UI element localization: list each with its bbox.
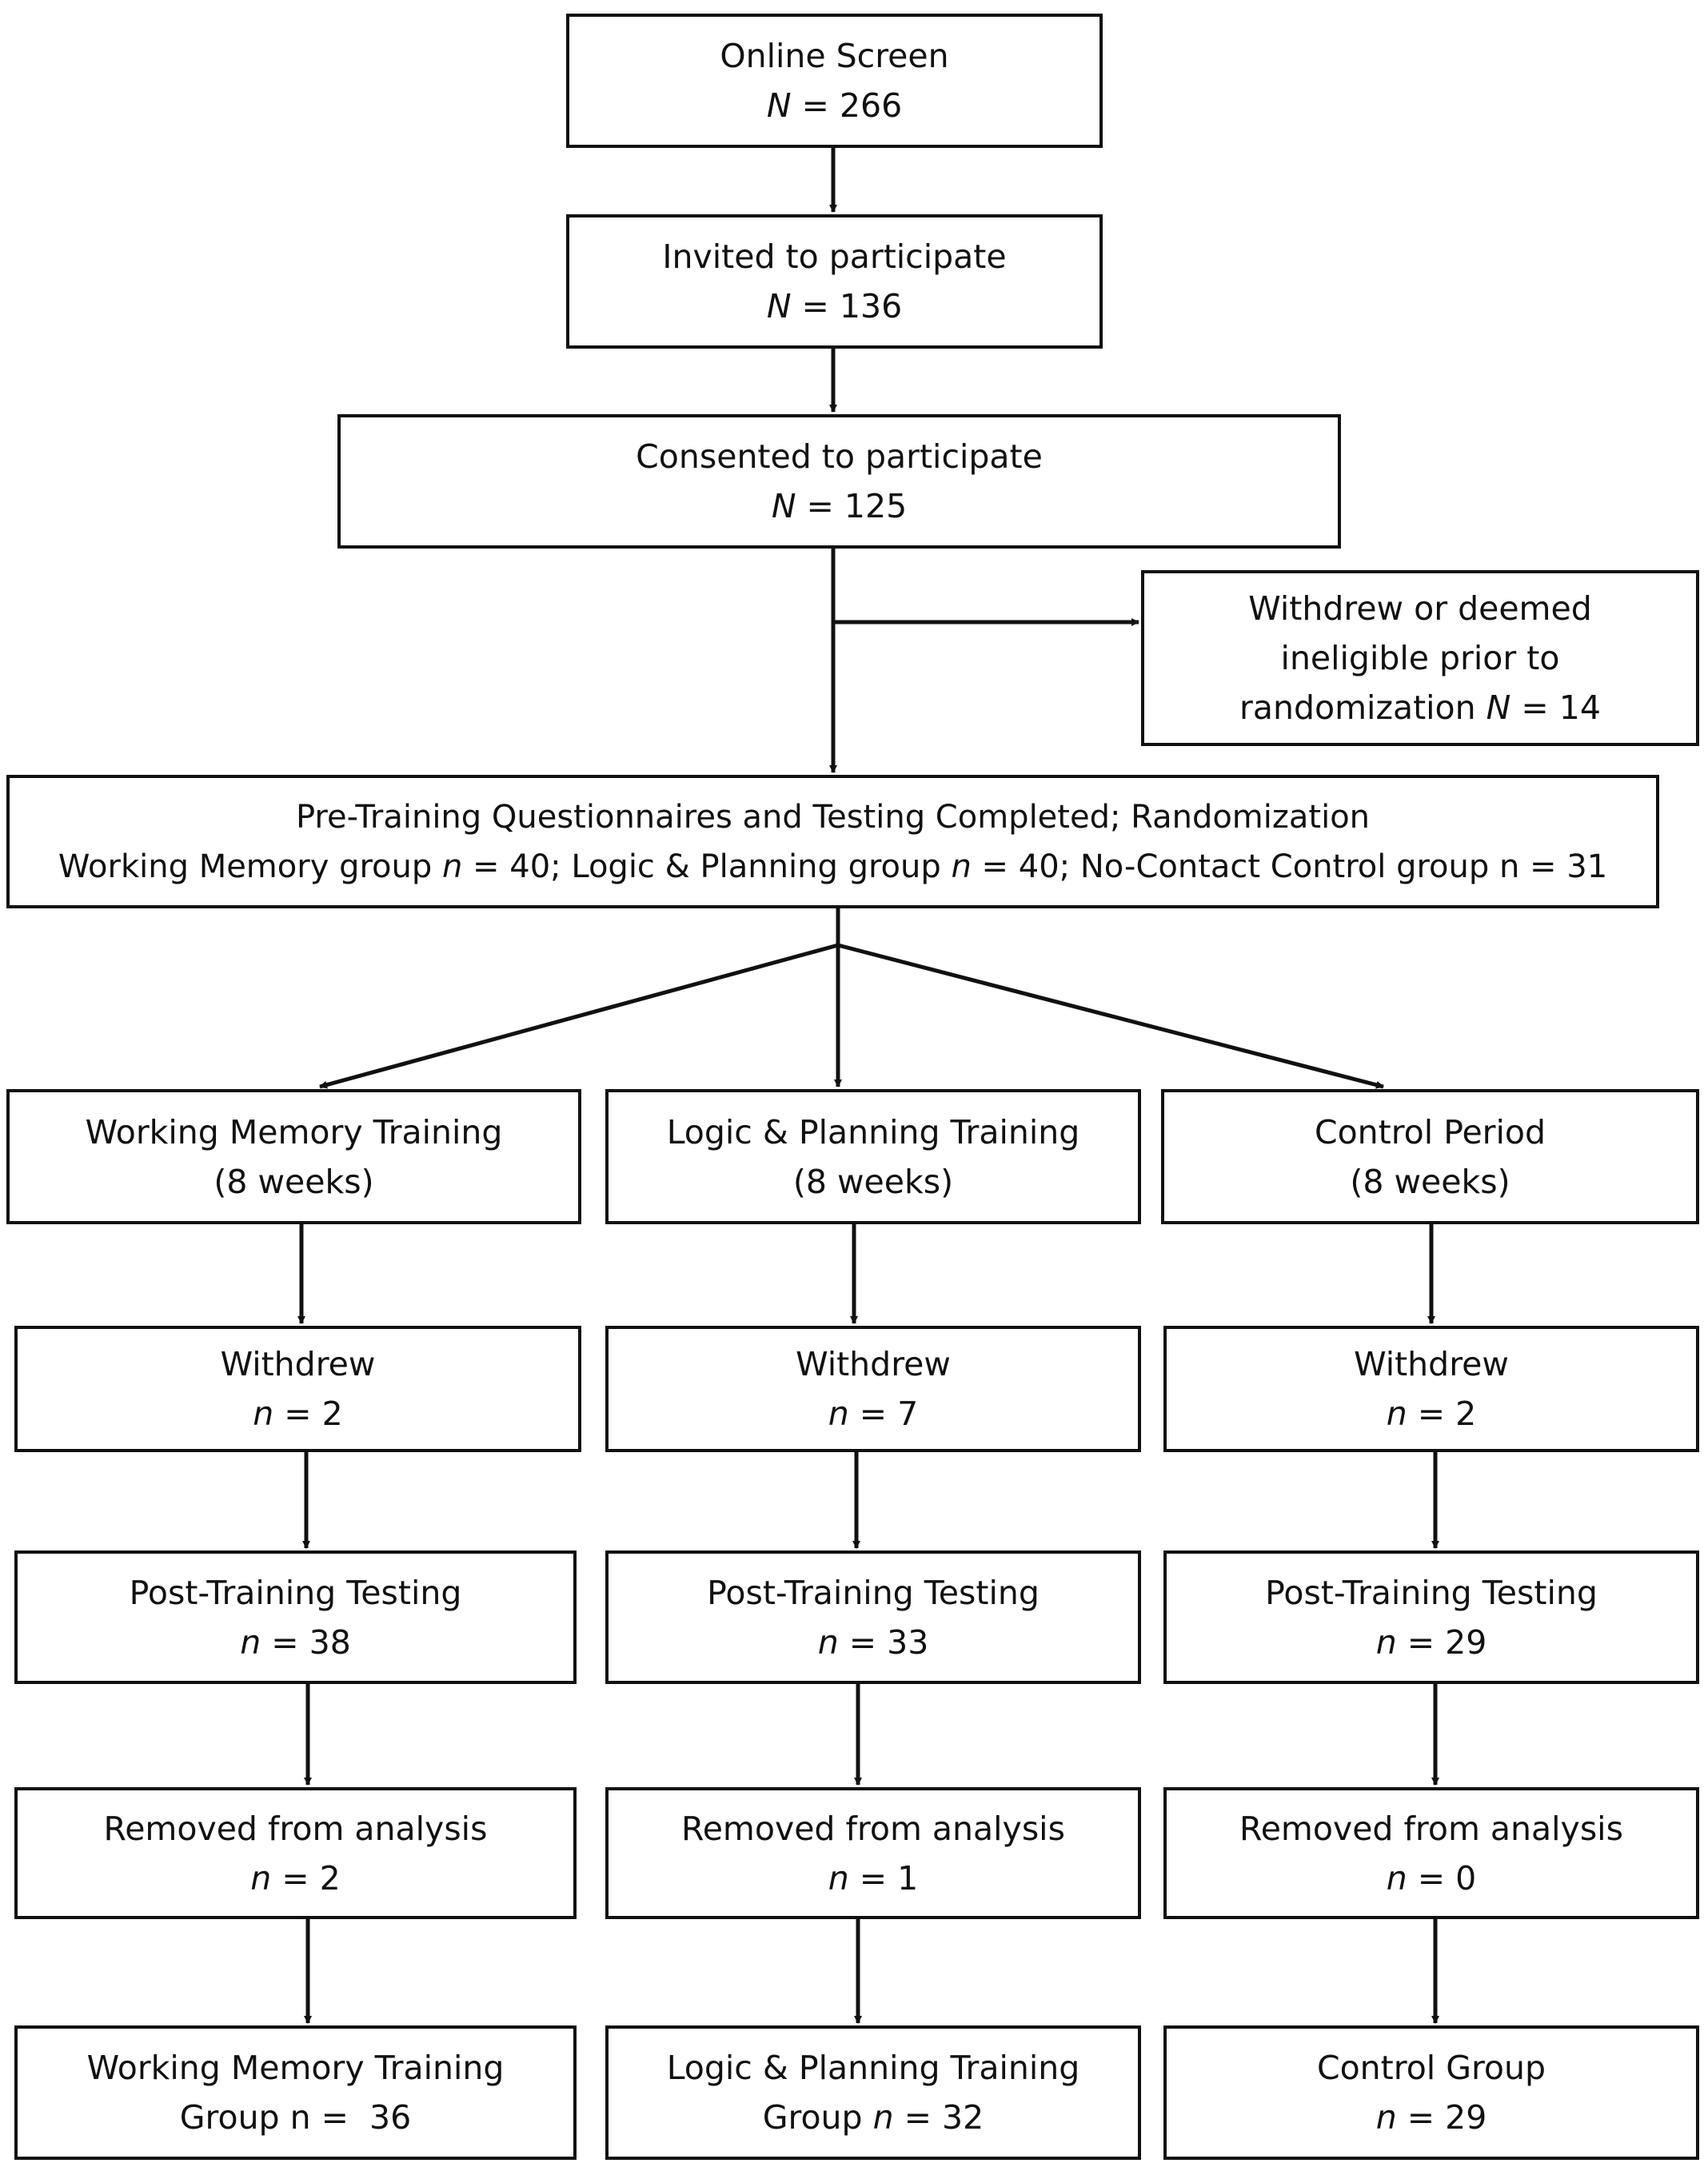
wm-withdrew-title: Withdrew (220, 1345, 376, 1383)
arrow-to-arm-wm (319, 943, 839, 1089)
wm-training-duration: (8 weeks) (214, 1162, 374, 1201)
ctrl-training-duration: (8 weeks) (1350, 1162, 1510, 1201)
lp-post-title: Post-Training Testing (707, 1573, 1040, 1612)
ctrl-final-line1: Control Group (1316, 2049, 1546, 2087)
randomization-box: Pre-Training Questionnaires and Testing … (6, 775, 1659, 908)
wm-post-count: n = 38 (240, 1622, 351, 1662)
withdrew-prior-line3: randomization N = 14 (1239, 688, 1601, 727)
lp-removed-box: Removed from analysis n = 1 (605, 1787, 1141, 1919)
withdrew-prior-line1: Withdrew or deemed (1248, 589, 1592, 628)
lp-withdrew-count: n = 7 (828, 1395, 919, 1433)
ctrl-final-box: Control Group n = 29 (1163, 2025, 1699, 2160)
invited-count: N = 136 (766, 287, 903, 325)
lp-post-count: n = 33 (817, 1622, 929, 1662)
ctrl-post-box: Post-Training Testing n = 29 (1163, 1550, 1699, 1684)
ctrl-withdrew-count: n = 2 (1386, 1395, 1477, 1433)
wm-final-line2: Group n = 36 (179, 2098, 412, 2137)
consented-count: N = 125 (771, 487, 908, 525)
lp-withdrew-box: Withdrew n = 7 (605, 1326, 1141, 1452)
wm-final-line1: Working Memory Training (86, 2049, 505, 2087)
online-screen-count: N = 266 (766, 86, 903, 125)
wm-post-box: Post-Training Testing n = 38 (14, 1550, 577, 1684)
consented-box: Consented to participate N = 125 (337, 414, 1341, 549)
wm-removed-title: Removed from analysis (103, 1809, 488, 1848)
ctrl-training-box: Control Period (8 weeks) (1161, 1089, 1699, 1224)
lp-final-line1: Logic & Planning Training (666, 2049, 1080, 2087)
invited-box: Invited to participate N = 136 (566, 214, 1103, 349)
wm-withdrew-count: n = 2 (253, 1395, 343, 1433)
ctrl-withdrew-title: Withdrew (1354, 1345, 1509, 1383)
lp-training-title: Logic & Planning Training (666, 1112, 1080, 1151)
withdrew-prior-box: Withdrew or deemed ineligible prior to r… (1141, 570, 1699, 746)
arrow-to-arm-ctrl (837, 943, 1384, 1089)
wm-withdrew-box: Withdrew n = 2 (14, 1326, 581, 1452)
ctrl-post-count: n = 29 (1375, 1622, 1487, 1662)
ctrl-post-title: Post-Training Testing (1265, 1573, 1598, 1612)
wm-final-box: Working Memory Training Group n = 36 (14, 2025, 577, 2160)
ctrl-final-line2: n = 29 (1375, 2098, 1487, 2137)
randomization-groups: Working Memory group n = 40; Logic & Pla… (58, 848, 1608, 885)
lp-final-box: Logic & Planning Training Group n = 32 (605, 2025, 1141, 2160)
wm-removed-box: Removed from analysis n = 2 (14, 1787, 577, 1919)
randomization-title: Pre-Training Questionnaires and Testing … (295, 798, 1371, 836)
ctrl-removed-box: Removed from analysis n = 0 (1163, 1787, 1699, 1919)
lp-post-box: Post-Training Testing n = 33 (605, 1550, 1141, 1684)
ctrl-removed-title: Removed from analysis (1239, 1809, 1623, 1848)
ctrl-training-title: Control Period (1314, 1112, 1546, 1151)
wm-removed-count: n = 2 (250, 1858, 341, 1898)
ctrl-removed-count: n = 0 (1386, 1858, 1477, 1898)
ctrl-withdrew-box: Withdrew n = 2 (1163, 1326, 1699, 1452)
wm-training-title: Working Memory Training (85, 1112, 503, 1151)
consented-title: Consented to participate (636, 437, 1043, 476)
online-screen-title: Online Screen (720, 37, 949, 75)
lp-training-duration: (8 weeks) (792, 1162, 954, 1201)
withdrew-prior-line2: ineligible prior to (1280, 639, 1560, 677)
wm-post-title: Post-Training Testing (129, 1573, 462, 1612)
lp-removed-title: Removed from analysis (681, 1809, 1065, 1848)
lp-removed-count: n = 1 (828, 1858, 919, 1898)
invited-title: Invited to participate (662, 237, 1007, 276)
lp-withdrew-title: Withdrew (796, 1345, 951, 1383)
lp-final-line2: Group n = 32 (762, 2098, 984, 2137)
lp-training-box: Logic & Planning Training (8 weeks) (605, 1089, 1141, 1224)
wm-training-box: Working Memory Training (8 weeks) (6, 1089, 581, 1224)
online-screen-box: Online Screen N = 266 (566, 14, 1103, 148)
